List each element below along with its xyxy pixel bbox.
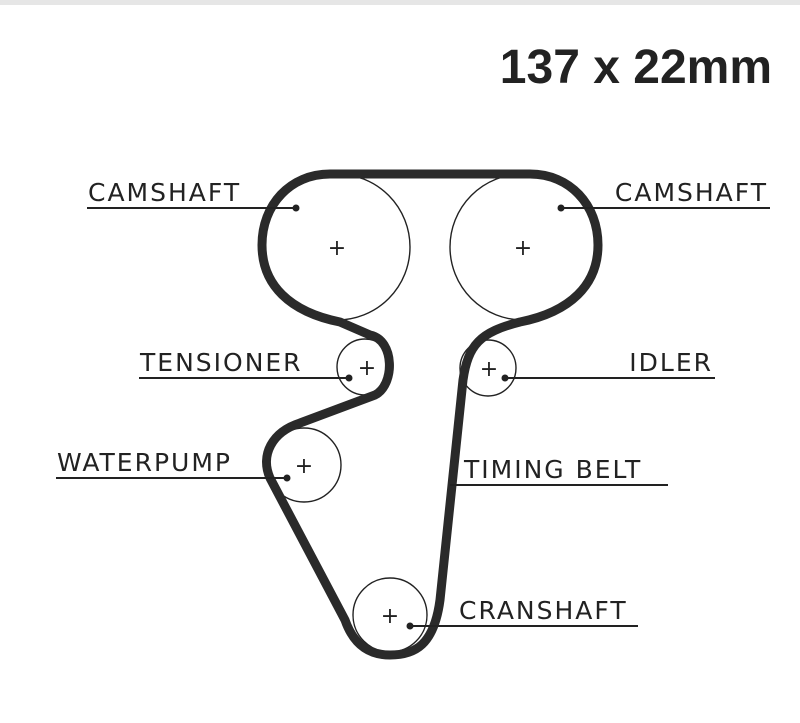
idler-center-mark: + bbox=[480, 357, 498, 382]
timing-belt bbox=[257, 169, 603, 660]
camshaft-left-label: CAMSHAFT bbox=[88, 178, 241, 207]
camshaft-right-center-mark: + bbox=[514, 236, 532, 261]
top-bar bbox=[0, 0, 800, 5]
tensioner-dot bbox=[345, 374, 353, 382]
timing-belt-label: TIMING BELT bbox=[463, 455, 642, 484]
camshaft-right-dot bbox=[557, 204, 565, 212]
cranshaft-label: CRANSHAFT bbox=[459, 596, 628, 625]
idler-pulley bbox=[459, 339, 517, 397]
waterpump-label: WATERPUMP bbox=[57, 448, 232, 477]
waterpump-center-mark: + bbox=[295, 454, 313, 479]
camshaft-left-dot bbox=[292, 204, 300, 212]
belt-size-title: 137 x 22mm bbox=[499, 41, 772, 94]
tensioner-center-mark: + bbox=[358, 356, 376, 381]
tensioner-label: TENSIONER bbox=[139, 348, 303, 377]
cranshaft-center-mark: + bbox=[381, 604, 399, 629]
camshaft-right-label: CAMSHAFT bbox=[615, 178, 768, 207]
idler-label: IDLER bbox=[629, 348, 713, 377]
camshaft-left-center-mark: + bbox=[328, 236, 346, 261]
cranshaft-dot bbox=[406, 622, 414, 630]
idler-dot bbox=[501, 374, 509, 382]
waterpump-dot bbox=[283, 474, 291, 482]
